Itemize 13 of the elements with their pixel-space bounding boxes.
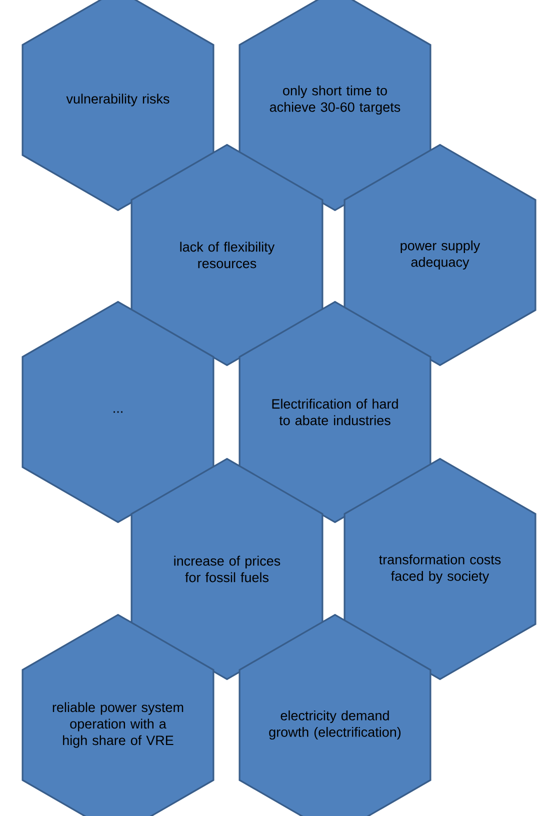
hexagon: transformation costs faced by society <box>344 458 536 680</box>
hexagon: increase of prices for fossil fuels <box>130 458 324 680</box>
hexagon: Electrification of hard to abate industries <box>238 300 432 524</box>
hexagon: power supply adequacy <box>344 144 536 366</box>
node-label: power supply adequacy <box>400 240 480 270</box>
hexagon: ... <box>22 300 214 524</box>
node-label: electricity demand growth (electrification) <box>269 710 401 740</box>
hexagon: vulnerability risks <box>22 0 214 212</box>
hexagon: lack of flexibility resources <box>130 144 324 366</box>
node-label: transformation costs faced by society <box>379 554 501 584</box>
hexagon: reliable power system operation with a high share of VRE <box>22 614 214 816</box>
hexagon: only short time to achieve 30-60 targets <box>238 0 432 212</box>
hexagon: electricity demand growth (electrification) <box>238 614 432 816</box>
